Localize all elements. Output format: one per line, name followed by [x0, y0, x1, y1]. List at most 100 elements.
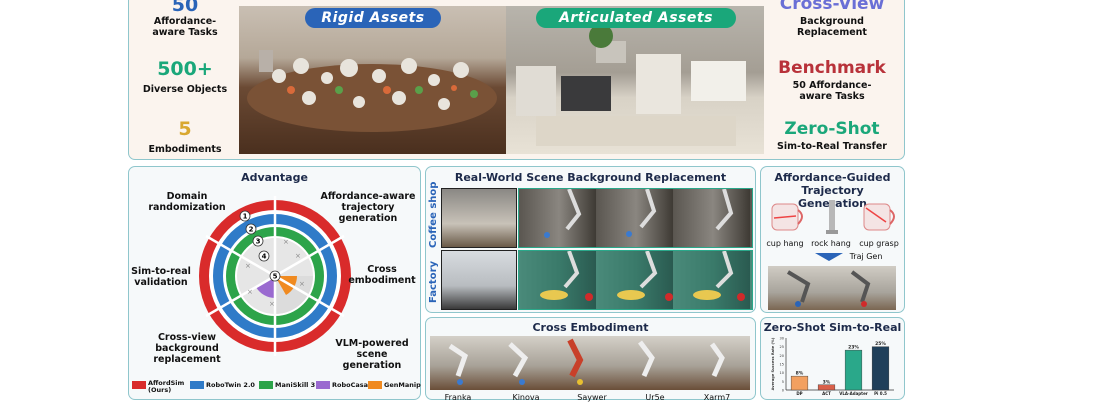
cross-view-title: Cross-View: [779, 0, 885, 14]
zero-shot-panel-title: Zero-Shot Sim-to-Real: [763, 321, 902, 334]
rigid-objects-illustration: [247, 50, 497, 132]
benchmark-feature: Benchmark 50 Affordance-aware Tasks: [762, 58, 902, 102]
benchmark-title: Benchmark: [778, 58, 886, 78]
svg-text:×: ×: [247, 288, 253, 296]
y-tick-label: 0: [782, 389, 784, 393]
legend-swatch-robotwin: [190, 381, 204, 389]
cross-embodiment-title: Cross Embodiment: [532, 321, 649, 334]
traj-gen-arrow-icon: [815, 253, 843, 261]
cup-grasp-icon: [863, 203, 895, 231]
x-tick-label: VLA-Adapter: [839, 391, 868, 396]
traj-gen-robot-arms: [786, 270, 871, 307]
legend-affordsim: AffordSim (Ours): [148, 379, 185, 394]
adv-label-vlm-scene: VLM-powered scene generation: [335, 338, 409, 371]
svg-text:×: ×: [269, 300, 275, 308]
row-label-coffee-shop: Coffee shop: [428, 181, 439, 248]
cross-view-feature: Cross-View Background Replacement: [762, 0, 902, 38]
bar-value-label: 23%: [848, 345, 859, 351]
y-tick-label: 20: [780, 354, 784, 358]
zero-shot-title: Zero-Shot: [784, 119, 880, 139]
background-title: Real-World Scene Background Replacement: [454, 171, 727, 184]
bar-value-label: 8%: [796, 371, 804, 377]
affordance-objects: [771, 200, 895, 234]
benchmark-sub: 50 Affordance-aware Tasks: [792, 80, 872, 102]
articulated-assets-photo: [506, 6, 764, 154]
traj-gen-label: Traj Gen: [849, 252, 883, 261]
coffee-shop-robot-arms: [544, 189, 734, 238]
legend-swatch-genmanip: [368, 381, 382, 389]
bar: [844, 349, 863, 391]
bar: [790, 375, 809, 391]
coffee-shop-sim-frames: [518, 188, 753, 248]
robot-label-kinova: Kinova: [512, 393, 540, 402]
factory-bg-photo: [441, 250, 517, 310]
stat-tasks: 50 Affordance-aware Tasks: [128, 0, 242, 38]
stat-objects-number: 500+: [157, 58, 213, 80]
rigid-assets-label: Rigid Assets: [305, 8, 441, 28]
svg-text:×: ×: [295, 252, 301, 260]
legend-robocasa: RoboCasa: [332, 381, 369, 389]
legend-swatch-maniskill: [259, 381, 273, 389]
articulated-assets-label: Articulated Assets: [536, 8, 736, 28]
svg-text:5: 5: [273, 273, 278, 281]
legend-robotwin: RoboTwin 2.0: [206, 381, 255, 389]
traj-gen-frames: [768, 266, 896, 310]
bar: [817, 384, 836, 391]
y-tick-label: 25: [780, 345, 784, 349]
robot-label-saywer: Saywer: [577, 393, 607, 402]
x-tick-label: DP: [796, 391, 802, 396]
legend-swatch-robocasa: [316, 381, 330, 389]
stat-embodiments: 5 Embodiments: [128, 118, 242, 155]
articulated-objects-illustration: [516, 24, 746, 146]
adv-label-cross-view: Cross-view background replacement: [153, 332, 221, 365]
stat-tasks-number: 50: [171, 0, 199, 16]
factory-sim-frames: [518, 250, 753, 310]
y-tick-label: 15: [780, 363, 784, 367]
x-tick-label: Pi 0.5: [874, 391, 887, 396]
factory-robot-arms: [540, 251, 745, 301]
advantage-title: Advantage: [241, 171, 308, 184]
robot-label-ur5e: Ur5e: [645, 393, 665, 402]
adv-label-affordance-trajectory: Affordance-aware trajectory generation: [320, 191, 416, 224]
traj-label-cup-grasp: cup grasp: [859, 239, 899, 248]
y-axis-label: Average Success Rate (%): [771, 337, 775, 390]
svg-text:2: 2: [249, 226, 254, 234]
x-tick-label: ACT: [822, 391, 831, 396]
zero-shot-sub: Sim-to-Real Transfer: [777, 141, 887, 152]
rock-hang-icon: [826, 200, 838, 234]
robot-label-xarm7: Xarm7: [703, 393, 731, 402]
legend-swatch-affordsim: [132, 381, 146, 389]
bar-value-label: 3%: [823, 379, 831, 385]
stat-embodiments-label: Embodiments: [148, 144, 222, 155]
stat-objects-label: Diverse Objects: [142, 84, 228, 95]
adv-label-sim-to-real: Sim-to-real validation: [131, 266, 191, 288]
radar-spokes: [205, 196, 345, 356]
trajectory-title: Affordance-Guided Trajectory Generation: [774, 171, 891, 210]
traj-label-cup-hang: cup hang: [766, 239, 804, 248]
robot-label-franka: Franka: [444, 393, 472, 402]
svg-text:1: 1: [243, 213, 248, 221]
y-tick-label: 10: [780, 371, 784, 375]
cross-view-sub: Background Replacement: [797, 16, 867, 38]
svg-text:×: ×: [283, 238, 289, 246]
legend-genmanip: GenManip: [384, 381, 421, 389]
traj-label-rock-hang: rock hang: [811, 239, 851, 248]
svg-text:4: 4: [262, 253, 267, 261]
adv-label-cross-embodiment: Cross embodiment: [348, 264, 416, 286]
advantage-radar-chart: × × × × × × 1 2 3 4 5: [199, 196, 351, 356]
y-tick-label: 30: [780, 337, 784, 341]
row-label-factory: Factory: [428, 260, 439, 303]
rigid-assets-photo: [239, 6, 506, 154]
embodiment-robots-photo: [430, 336, 750, 390]
zero-shot-bar-chart: 0 5 10 15 20 25 30 Average Success Rate (%) 8% DP…: [771, 337, 894, 396]
bar-value-label: 25%: [875, 341, 886, 347]
stat-embodiments-number: 5: [178, 118, 192, 140]
y-tick-label: 5: [782, 380, 784, 384]
svg-text:3: 3: [256, 238, 261, 246]
svg-text:×: ×: [299, 280, 305, 288]
zero-shot-feature: Zero-Shot Sim-to-Real Transfer: [762, 119, 902, 152]
svg-text:×: ×: [245, 262, 251, 270]
coffee-shop-bg-photo: [441, 188, 517, 248]
stat-objects: 500+ Diverse Objects: [128, 58, 242, 95]
embodiment-robot-arms: [448, 338, 725, 385]
